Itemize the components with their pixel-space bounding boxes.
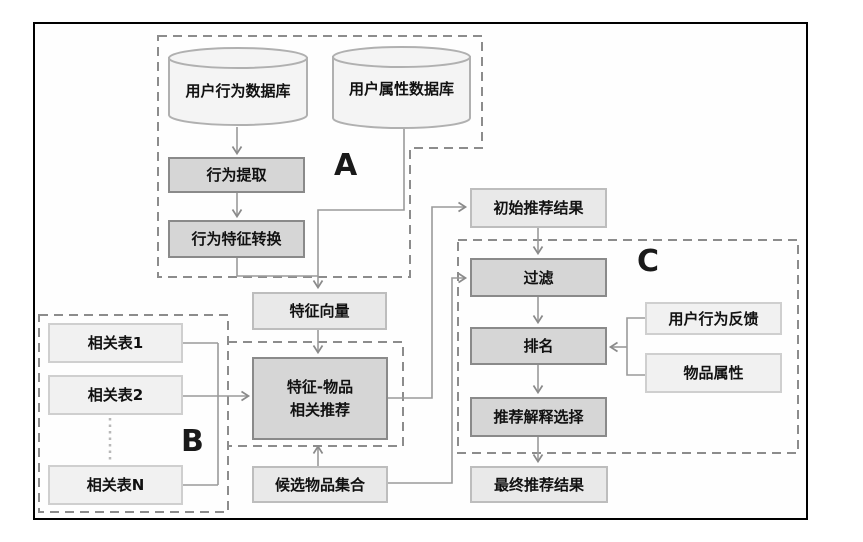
node-label: 最终推荐结果 (493, 475, 584, 494)
node-user-behavior-db: 用户行为数据库 (169, 62, 307, 118)
node-feature-vector: 特征向量 (252, 292, 387, 330)
node-label: 相关表1 (87, 334, 144, 352)
node-filter: 过滤 (470, 258, 607, 297)
cylinder-top-ellipse (332, 46, 471, 68)
node-label: 候选物品集合 (274, 475, 365, 494)
node-label-line1: 特征-物品 (286, 377, 354, 396)
edge-featureitem-to-initialresults (388, 201, 468, 399)
node-feature-item-recommendation: 特征-物品 相关推荐 (252, 357, 388, 440)
edge-candidates-to-filter (388, 272, 468, 484)
node-label: 行为提取 (206, 166, 267, 184)
node-user-feedback: 用户行为反馈 (645, 302, 782, 335)
region-c-label: C (637, 244, 660, 279)
node-user-attribute-db: 用户属性数据库 (333, 60, 470, 116)
region-c-outline (457, 239, 799, 454)
node-related-table-1: 相关表1 (48, 323, 183, 363)
user-attribute-db-cylinder (332, 46, 471, 129)
edge-attributedb-to-featurevector (312, 128, 405, 290)
node-label: 推荐解释选择 (493, 408, 584, 426)
node-initial-results: 初始推荐结果 (470, 188, 607, 228)
node-behavior-extraction: 行为提取 (168, 157, 305, 193)
node-label: 特征向量 (289, 302, 350, 320)
node-related-table-n: 相关表N (48, 465, 183, 505)
node-label: 行为特征转换 (191, 230, 282, 248)
cylinder-top-ellipse (168, 47, 308, 69)
node-label: 用户行为反馈 (668, 309, 759, 328)
node-behavior-feature-conversion: 行为特征转换 (168, 220, 305, 258)
node-label: 相关表N (86, 476, 145, 494)
node-label: 相关表2 (87, 386, 144, 404)
node-label: 过滤 (523, 268, 554, 287)
node-candidate-items: 候选物品集合 (252, 466, 388, 503)
node-label: 用户属性数据库 (348, 79, 454, 98)
node-label-line2: 相关推荐 (289, 400, 350, 419)
edge-conversion-to-featurevector (236, 258, 318, 277)
node-label: 用户行为数据库 (185, 81, 291, 100)
node-ranking: 排名 (470, 327, 607, 365)
node-item-attributes: 物品属性 (645, 353, 782, 393)
node-label: 排名 (523, 337, 554, 355)
user-behavior-db-cylinder (168, 47, 308, 126)
node-label: 初始推荐结果 (493, 199, 584, 217)
region-a-outline (157, 35, 483, 278)
region-a-label: A (334, 148, 358, 183)
node-related-table-2: 相关表2 (48, 375, 183, 415)
region-b-label: B (181, 424, 204, 459)
node-final-results: 最终推荐结果 (470, 466, 608, 503)
edge-feedback-attributes-bracket (626, 317, 645, 376)
node-explanation-selection: 推荐解释选择 (470, 397, 607, 437)
node-label: 物品属性 (683, 364, 744, 382)
